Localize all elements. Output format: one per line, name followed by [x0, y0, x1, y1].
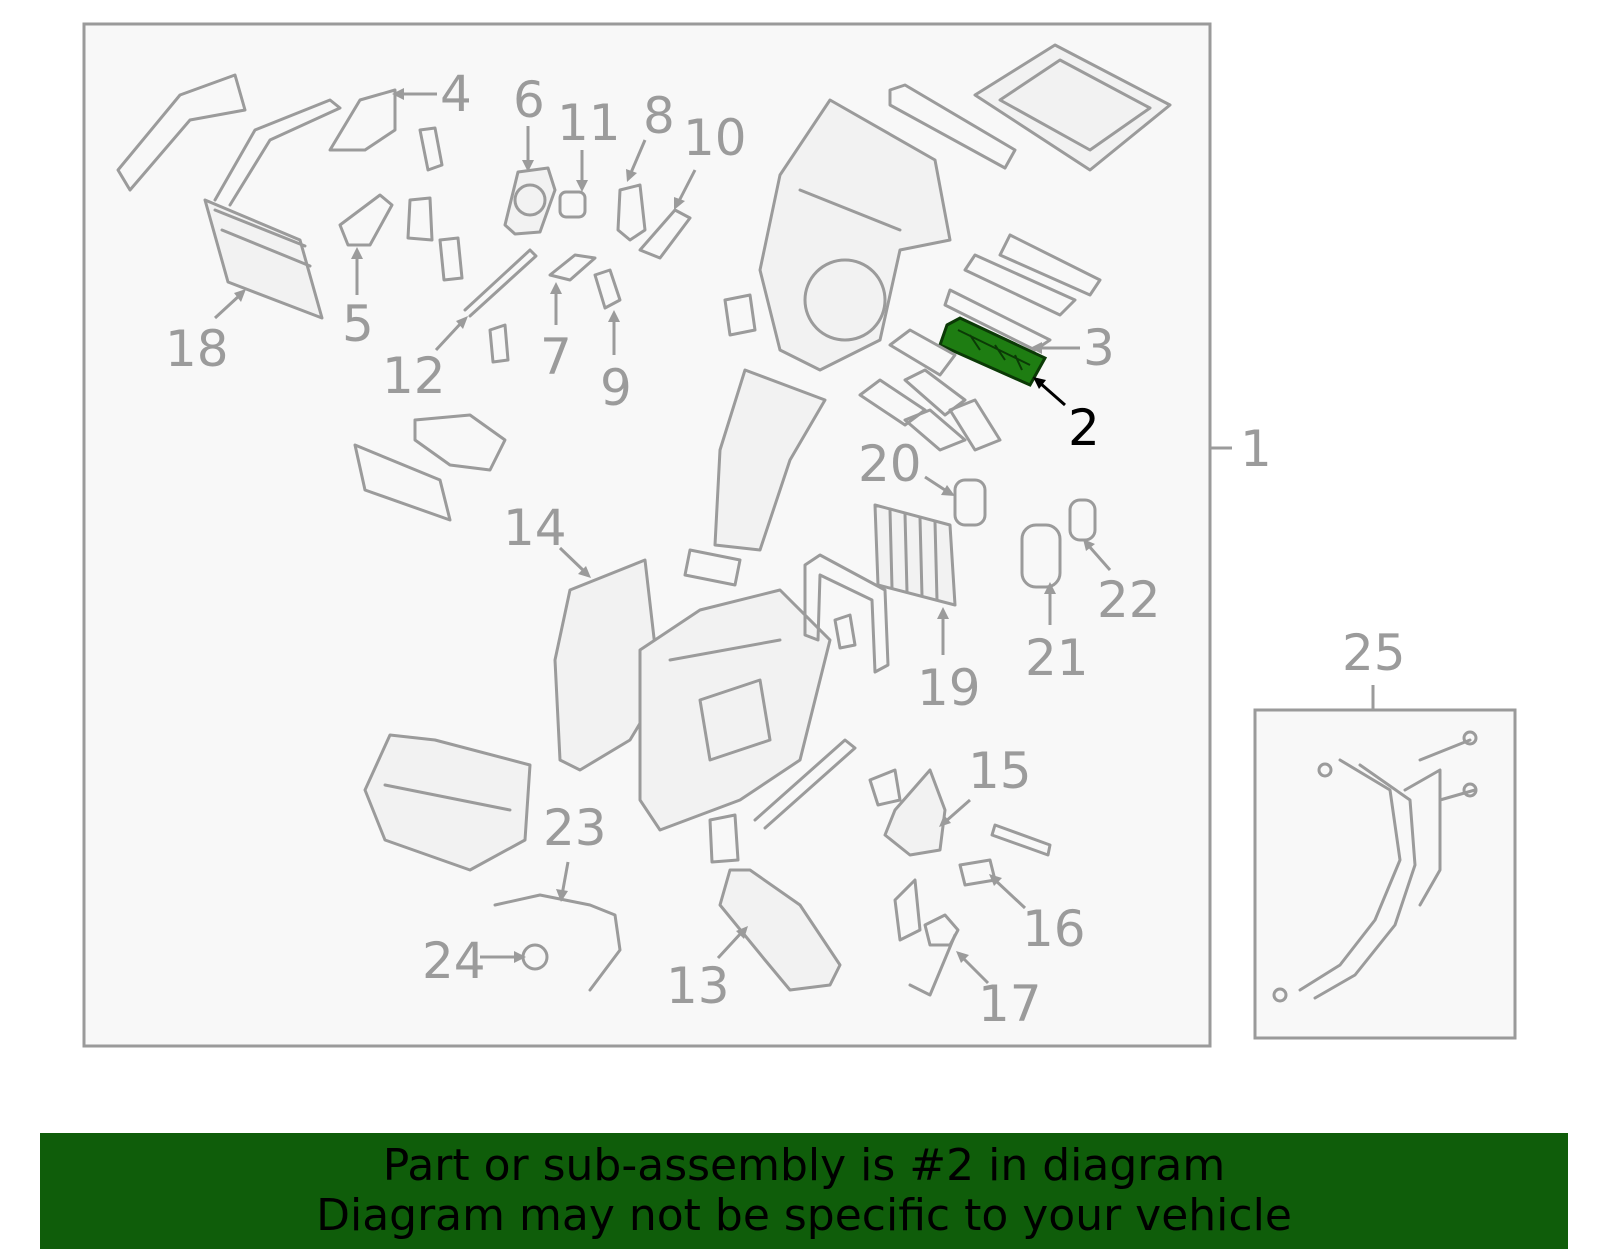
info-banner: Part or sub-assembly is #2 in diagram Di… [40, 1133, 1568, 1249]
lower-case [638, 588, 832, 864]
part-17-rod[interactable] [893, 878, 960, 997]
part-2-highlighted[interactable] [938, 316, 1048, 387]
leader-lines [213, 88, 1375, 985]
callout-14: 14 [503, 499, 567, 557]
banner-line-part-number: Part or sub-assembly is #2 in diagram [382, 1140, 1226, 1191]
callout-3: 3 [1083, 319, 1115, 377]
callout-15: 15 [968, 742, 1032, 800]
callout-17: 17 [978, 975, 1042, 1033]
callout-11: 11 [557, 94, 621, 152]
callout-7: 7 [540, 328, 572, 386]
callout-6: 6 [513, 71, 545, 129]
callout-labels: 1 2 3 4 5 6 7 8 9 10 11 12 13 14 15 16 1… [165, 65, 1406, 1033]
callout-2: 2 [1068, 399, 1100, 457]
callout-13: 13 [666, 957, 730, 1015]
part-10-link[interactable] [638, 208, 692, 260]
callout-22: 22 [1097, 571, 1161, 629]
callout-5: 5 [342, 295, 374, 353]
part-13-duct[interactable] [718, 868, 842, 992]
part-23-drain-hose[interactable] [493, 893, 622, 992]
blend-door-frame [353, 413, 507, 522]
part-20-seal[interactable] [953, 478, 987, 527]
part-21-grommet[interactable] [1020, 523, 1062, 589]
callout-9: 9 [600, 359, 632, 417]
part-19-evaporator[interactable] [873, 503, 957, 607]
callout-18: 18 [165, 320, 229, 378]
part-5-bracket[interactable] [338, 193, 464, 282]
callout-21: 21 [1025, 629, 1089, 687]
air-duct [683, 368, 827, 587]
part-14-side-panel[interactable] [553, 558, 662, 772]
part-18-heater-core[interactable] [116, 73, 342, 320]
lower-tray [363, 733, 532, 872]
callout-16: 16 [1022, 900, 1086, 958]
banner-line-disclaimer: Diagram may not be specific to your vehi… [316, 1190, 1292, 1241]
part-22-grommet[interactable] [1068, 498, 1097, 542]
callout-23: 23 [543, 799, 607, 857]
part-25-heater-hoses[interactable] [1272, 730, 1478, 1003]
hose-kit-frame [1253, 708, 1517, 1040]
callout-8: 8 [643, 87, 675, 145]
part-8-arm[interactable] [616, 183, 647, 242]
part-15-bracket[interactable] [868, 768, 947, 857]
filter-cover [973, 43, 1172, 172]
part-12-rod[interactable] [463, 248, 538, 364]
callout-4: 4 [440, 65, 472, 123]
callout-24: 24 [422, 932, 486, 990]
callout-19: 19 [917, 659, 981, 717]
callout-20: 20 [858, 435, 922, 493]
part-6-actuator[interactable] [503, 166, 557, 236]
callout-25: 25 [1342, 624, 1406, 682]
link-rod [753, 738, 857, 830]
part-11-clip[interactable] [558, 190, 587, 219]
mode-doors [858, 328, 1002, 452]
callout-1: 1 [1240, 420, 1272, 478]
callout-10: 10 [683, 109, 747, 167]
callout-12: 12 [382, 347, 446, 405]
seal-frame [803, 553, 890, 674]
grille-strip [888, 83, 1017, 170]
part-4-bracket[interactable] [328, 88, 444, 172]
main-assembly-frame [82, 22, 1212, 1048]
upper-housing [723, 98, 952, 372]
part-7-bracket[interactable] [548, 253, 597, 282]
part-9-clip[interactable] [593, 268, 622, 310]
